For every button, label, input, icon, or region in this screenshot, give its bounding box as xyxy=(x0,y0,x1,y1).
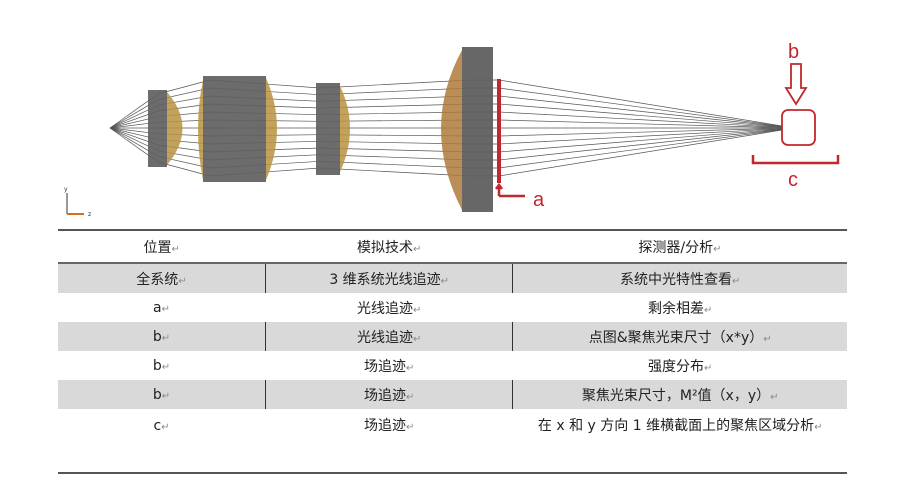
table-header-row: 位置↵ 模拟技术↵ 探测器/分析↵ xyxy=(58,230,847,264)
cell-analysis: 点图&聚焦光束尺寸（x*y） xyxy=(588,329,764,346)
cell-technique: 场追迹 xyxy=(363,418,406,434)
svg-text:z: z xyxy=(88,211,91,218)
cell-analysis: 系统中光特性查看 xyxy=(620,271,732,288)
svg-text:y: y xyxy=(64,186,68,193)
cell-analysis: 强度分布 xyxy=(648,358,704,375)
cell-position: b xyxy=(152,386,162,403)
cell-analysis: 聚焦光束尺寸，M²值（x，y） xyxy=(581,387,771,404)
cell-position: b xyxy=(152,328,162,345)
header-analysis: 探测器/分析 xyxy=(638,239,714,256)
table-row: b↵光线追迹↵点图&聚焦光束尺寸（x*y）↵ xyxy=(58,322,847,351)
cell-technique: 光线追迹 xyxy=(356,329,413,346)
cell-technique: 场追迹 xyxy=(363,387,406,404)
label-a: a xyxy=(533,189,545,211)
cell-analysis: 在 x 和 y 方向 1 维横截面上的聚焦区域分析 xyxy=(537,418,815,434)
cell-technique: 场追迹 xyxy=(363,358,406,375)
optical-system-diagram: a b c y z xyxy=(64,41,840,218)
label-b: b xyxy=(788,41,799,63)
table-row: b↵场追迹↵聚焦光束尺寸，M²值（x，y）↵ xyxy=(58,380,847,409)
table-row: a↵光线追迹↵剩余相差↵ xyxy=(153,299,713,317)
cell-technique: 光线追迹 xyxy=(356,300,413,317)
cell-position: c xyxy=(153,418,162,434)
table-row: b↵场追迹↵强度分布↵ xyxy=(152,357,713,375)
position-b-marker: b xyxy=(781,41,816,146)
table-row: 全系统↵3 维系统光线追迹↵系统中光特性查看↵ xyxy=(58,263,847,293)
table-row: c↵场追迹↵在 x 和 y 方向 1 维横截面上的聚焦区域分析↵ xyxy=(153,418,823,434)
lens-1 xyxy=(148,90,183,167)
cell-position: a xyxy=(153,299,162,316)
cell-analysis: 剩余相差 xyxy=(648,300,704,317)
simulation-table: 位置↵ 模拟技术↵ 探测器/分析↵ 全系统↵3 维系统光线追迹↵系统中光特性查看… xyxy=(58,229,847,474)
cell-technique: 3 维系统光线追迹 xyxy=(329,271,441,288)
position-c-marker: c xyxy=(751,155,840,191)
cell-position: 全系统 xyxy=(136,271,179,288)
cell-position: b xyxy=(152,357,162,374)
position-a-marker: a xyxy=(495,79,545,211)
header-technique: 模拟技术 xyxy=(356,239,413,256)
label-c: c xyxy=(788,169,798,191)
lens-2 xyxy=(198,76,277,182)
lens-4 xyxy=(441,47,493,212)
axis-icon: y z xyxy=(64,186,91,218)
header-position: 位置 xyxy=(143,239,172,256)
lens-3 xyxy=(316,83,350,175)
